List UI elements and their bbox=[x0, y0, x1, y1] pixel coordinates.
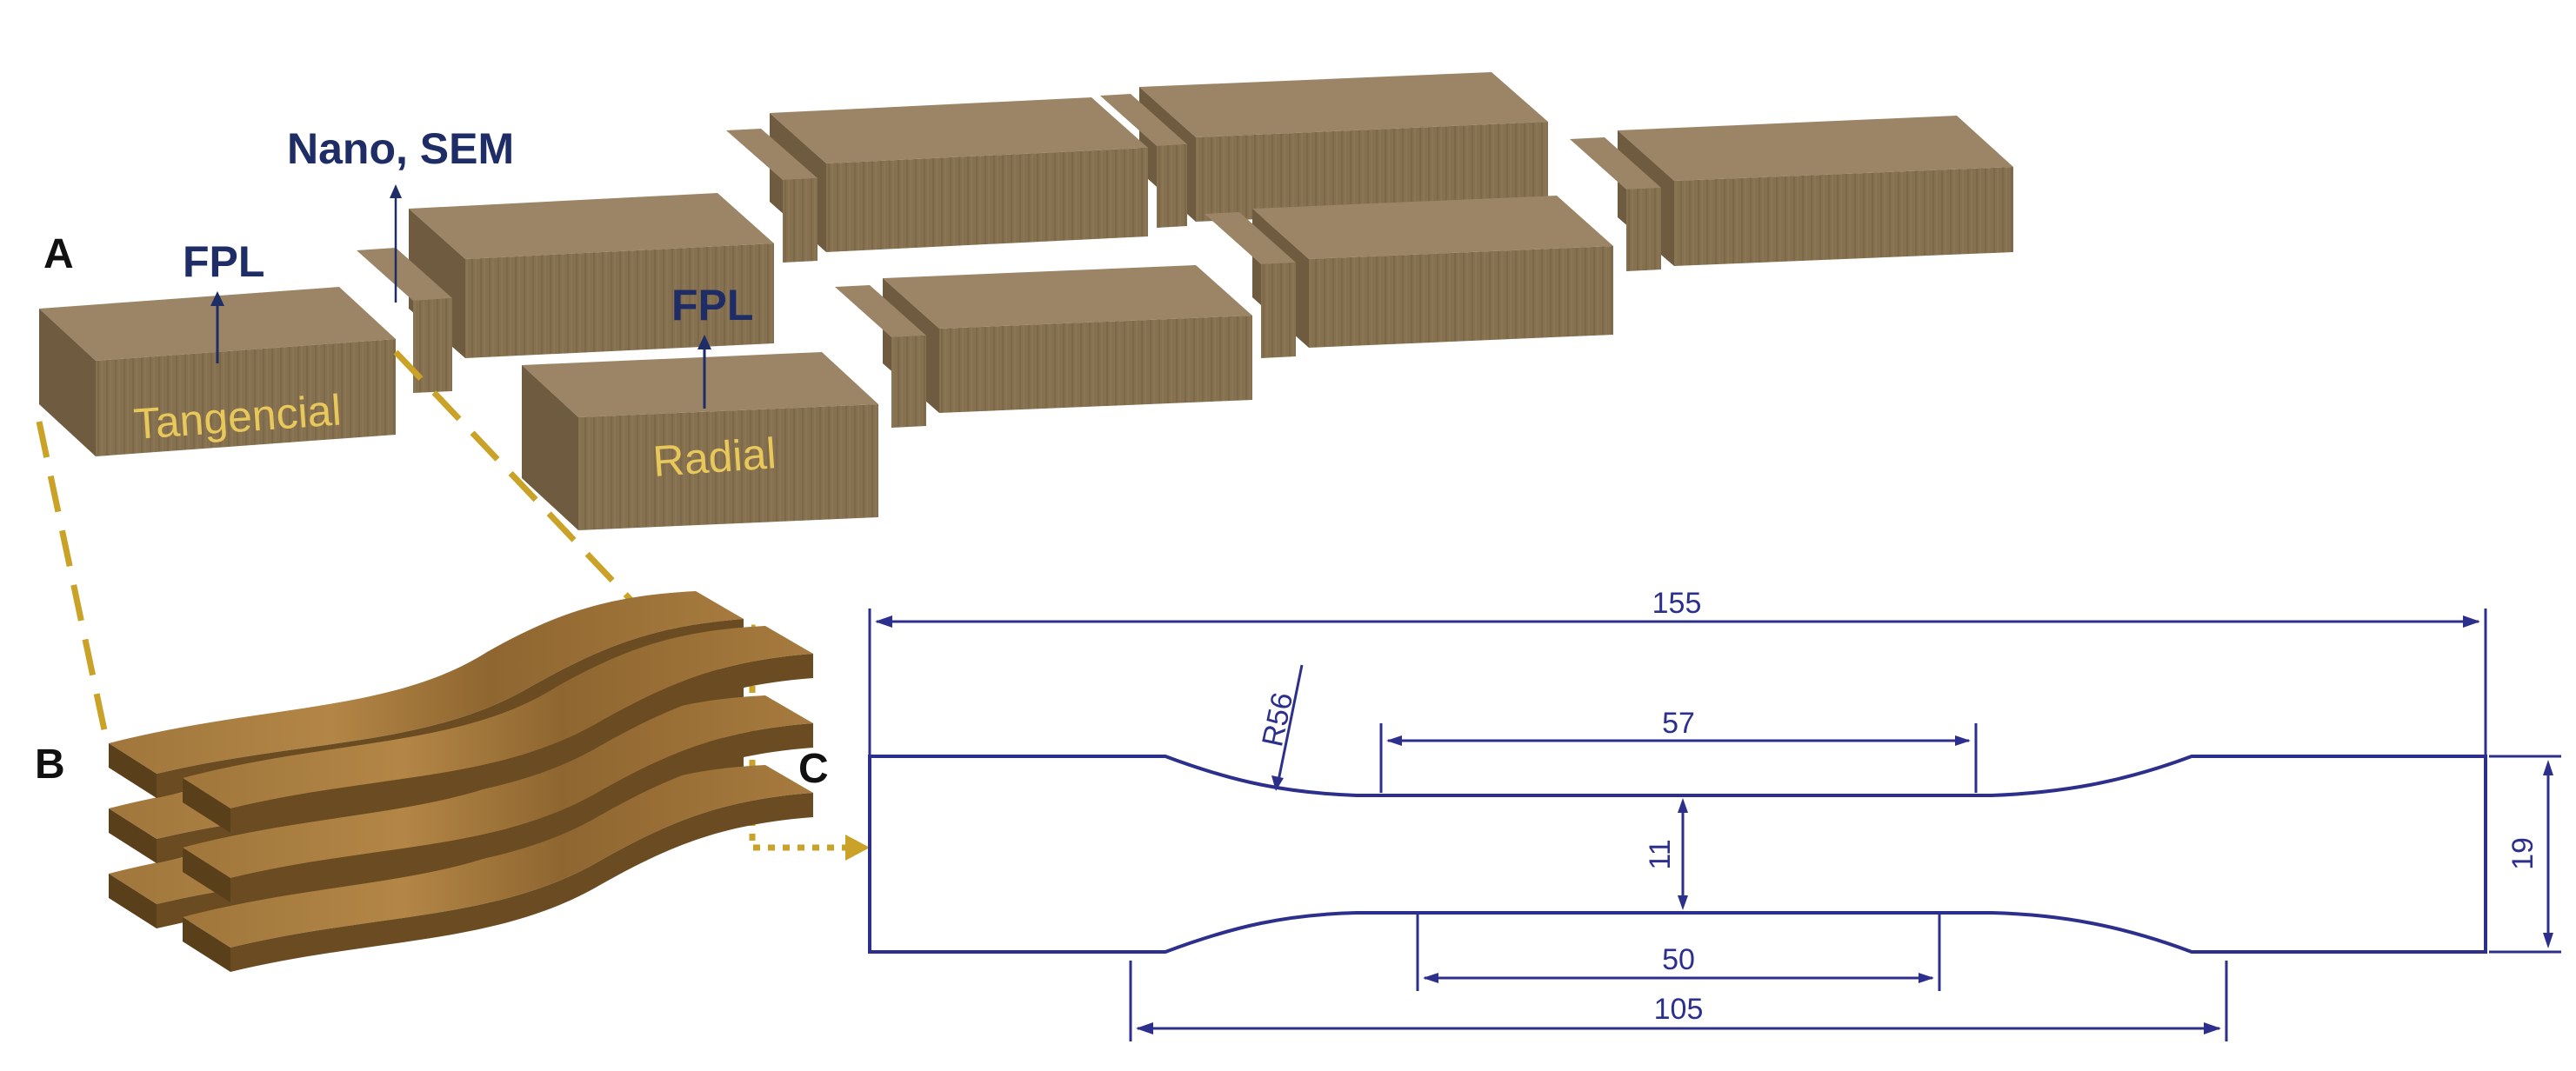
wood-block bbox=[1618, 116, 2013, 266]
wood-block bbox=[1252, 196, 1613, 348]
panel-label-b: B bbox=[35, 742, 65, 788]
wood-slat bbox=[183, 695, 813, 902]
wood-slat bbox=[183, 626, 813, 833]
wood-notch-slice bbox=[1100, 94, 1187, 228]
nano-sem-label: Nano, SEM bbox=[287, 124, 514, 173]
specimen-outline bbox=[868, 755, 2487, 954]
dimension-overall-length: 155 bbox=[868, 587, 2487, 756]
dimension-narrow-11: 11 bbox=[1644, 798, 1688, 910]
panel-b-stacked-specimens: B bbox=[35, 591, 813, 972]
panel-label-c: C bbox=[798, 746, 829, 792]
wood-notch-slice bbox=[835, 285, 926, 428]
dim-label-11: 11 bbox=[1644, 839, 1677, 869]
dim-label-57: 57 bbox=[1662, 707, 1695, 740]
panel-label-a: A bbox=[43, 231, 74, 277]
wood-notch-slice bbox=[357, 248, 452, 393]
dimension-grip-19: 19 bbox=[2489, 755, 2561, 954]
wood-block bbox=[409, 193, 774, 358]
dimension-grips-105: 105 bbox=[1129, 961, 2228, 1041]
fpl-label-radial: FPL bbox=[671, 281, 753, 329]
fpl-arrow-tangencial bbox=[210, 291, 224, 363]
radial-label: Radial bbox=[651, 429, 777, 486]
wood-block-radial bbox=[522, 352, 878, 530]
dimension-radius-r56: R56 bbox=[1256, 664, 1304, 791]
dim-label-50: 50 bbox=[1662, 943, 1695, 976]
dotted-pointer-arrow bbox=[648, 624, 870, 861]
zoom-indicator-lines bbox=[36, 349, 637, 731]
dim-label-155: 155 bbox=[1652, 587, 1702, 620]
wood-slat bbox=[109, 591, 744, 798]
wood-slat bbox=[183, 765, 813, 972]
dim-label-r56: R56 bbox=[1256, 689, 1299, 749]
wood-block bbox=[883, 265, 1252, 413]
wood-notch-slice bbox=[726, 129, 818, 263]
fpl-arrow-radial bbox=[697, 335, 711, 409]
nano-sem-arrow bbox=[390, 184, 402, 303]
fpl-label-tangencial: FPL bbox=[183, 237, 264, 286]
dim-label-105: 105 bbox=[1654, 993, 1704, 1026]
dim-label-19: 19 bbox=[2506, 837, 2539, 870]
dimension-gauge-57: 57 bbox=[1379, 707, 1978, 793]
wood-block bbox=[770, 97, 1148, 252]
dimension-parallel-50: 50 bbox=[1416, 915, 1941, 991]
panel-c-specimen-drawing: C 155 57 R56 bbox=[798, 587, 2561, 1041]
panel-a-wood-blocks: A Nano, SEM FPL FPL Tangencial Radial bbox=[39, 72, 2013, 530]
wood-notch-slice bbox=[1570, 137, 1661, 271]
wood-notch-slice bbox=[1205, 212, 1296, 358]
